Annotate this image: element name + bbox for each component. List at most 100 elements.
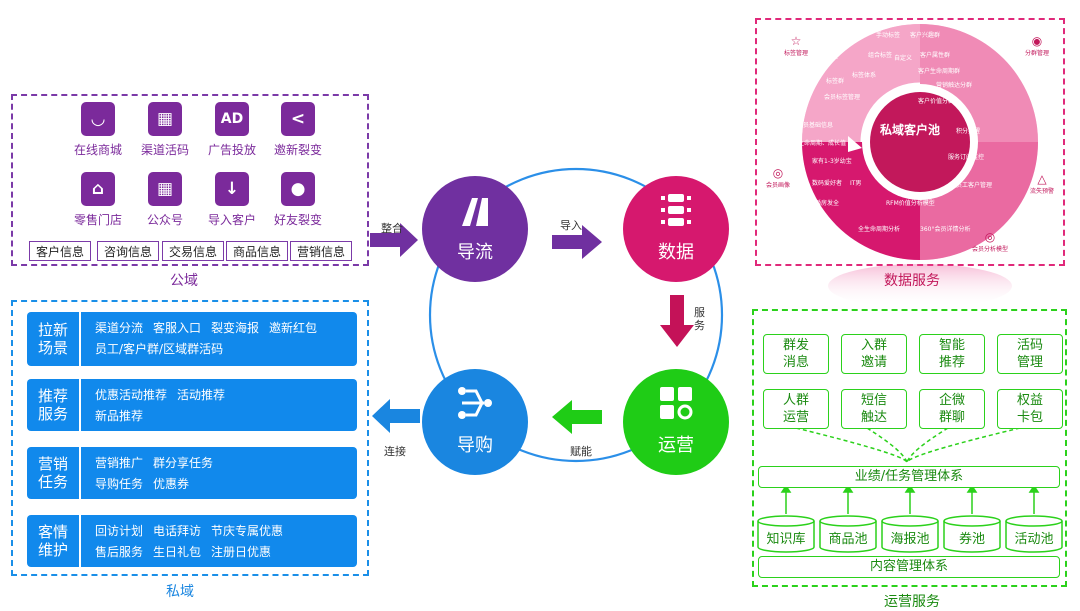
- private-item: 回访计划: [95, 524, 144, 538]
- alert-icon: △: [1037, 172, 1047, 186]
- ops-connectors: [780, 428, 1040, 514]
- node-guide-label: 导购: [457, 435, 493, 456]
- private-item: 节庆专属优惠: [211, 524, 284, 538]
- qr-code-icon: ▦: [148, 172, 182, 206]
- private-item: 优惠活动推荐: [95, 388, 168, 402]
- content-pool: 海报池: [881, 515, 939, 553]
- ring-text: 自定义: [820, 54, 839, 61]
- content-pool: 券池: [943, 515, 1001, 553]
- ad-icon: AD: [215, 102, 249, 136]
- public-tag: 咨询信息: [97, 241, 159, 261]
- empower-label: 赋能: [570, 445, 592, 458]
- private-row-line: 导购任务优惠券: [95, 475, 199, 492]
- ops-card: 企微群聊: [919, 389, 985, 429]
- node-data: 数据: [623, 176, 729, 282]
- public-tag: 交易信息: [162, 241, 224, 261]
- side-label: ◉分群管理: [1015, 34, 1059, 57]
- private-item: 客服入口: [153, 321, 202, 335]
- ring-text: 标签群: [826, 78, 845, 85]
- private-item: 邀新红包: [269, 321, 318, 335]
- public-tag: 客户信息: [29, 241, 91, 261]
- private-row-title: 营销任务: [27, 447, 81, 499]
- ops-card: 群发消息: [763, 334, 829, 374]
- private-row-line: 营销推广群分享任务: [95, 454, 223, 471]
- public-item-label: 零售门店: [73, 213, 122, 227]
- public-tag: 营销信息: [290, 241, 352, 261]
- ops-card: 活码管理: [997, 334, 1063, 374]
- content-pool: 知识库: [757, 515, 815, 553]
- ring-text: 生命周期、成长值: [798, 140, 847, 147]
- ring-text: 婚房发全: [815, 200, 840, 207]
- public-item-label: 导入客户: [207, 213, 256, 227]
- road-icon: [462, 198, 488, 226]
- ops-card-label: 活码管理: [1016, 338, 1043, 370]
- private-item: 导购任务: [95, 477, 144, 491]
- private-item: 生日礼包: [153, 545, 202, 559]
- ops-card-label: 智能推荐: [938, 338, 965, 370]
- integrate-label: 整合: [381, 222, 403, 235]
- flow-icon: [458, 387, 492, 419]
- service-arrow: [660, 295, 694, 347]
- private-domain-panel: [11, 300, 369, 576]
- private-item: 员工/客户群/区域群活码: [95, 342, 224, 356]
- ring-text: 客户兴趣群: [910, 32, 941, 39]
- private-row-title: 客情维护: [27, 515, 81, 567]
- side-label: ◎会员分析模型: [968, 230, 1012, 253]
- private-item: 渠道分流: [95, 321, 144, 335]
- public-item-label: 公众号: [146, 213, 183, 227]
- store-icon: ⌂: [81, 172, 115, 206]
- ops-card: 人群运营: [763, 389, 829, 429]
- node-traffic-label: 导流: [457, 242, 493, 263]
- empower-arrow: [552, 400, 602, 434]
- ops-card-label: 群发消息: [782, 338, 809, 370]
- private-row-line: 新品推荐: [95, 407, 153, 424]
- private-item: 活动推荐: [177, 388, 226, 402]
- share-icon: <: [281, 102, 315, 136]
- private-row-line: 员工/客户群/区域群活码: [95, 340, 233, 357]
- node-operation: 运营: [623, 369, 729, 475]
- content-pool-label: 商品池: [828, 532, 868, 547]
- private-row-line: 售后服务生日礼包注册日优惠: [95, 543, 281, 560]
- ops-service-caption: 运营服务: [884, 594, 940, 610]
- private-item: 注册日优惠: [211, 545, 272, 559]
- content-mgmt-bar: 内容管理体系: [758, 556, 1060, 578]
- private-item: 售后服务: [95, 545, 144, 559]
- ops-card-label: 人群运营: [782, 393, 809, 425]
- private-item: 营销推广: [95, 456, 144, 470]
- side-label-text: 标签管理: [783, 50, 808, 57]
- star-icon: ☆: [790, 34, 802, 48]
- ops-card-label: 企微群聊: [938, 393, 965, 425]
- ring-text: 积分提醒: [956, 128, 981, 135]
- ring-text: 客户价值分群: [918, 98, 955, 105]
- data-service-caption: 数据服务: [884, 273, 940, 289]
- private-row-title: 推荐服务: [27, 379, 81, 431]
- private-row: 营销任务营销推广群分享任务导购任务优惠券: [27, 447, 357, 499]
- connect-label: 连接: [384, 445, 406, 458]
- private-item: 群分享任务: [153, 456, 214, 470]
- public-domain-panel: [11, 94, 369, 266]
- side-label-text: 分群管理: [1024, 50, 1049, 57]
- ops-card: 短信触达: [841, 389, 907, 429]
- ring-text: 会员基础信息: [797, 122, 834, 129]
- ring-text: 手动标签: [876, 32, 901, 39]
- private-item: 优惠券: [153, 477, 190, 491]
- private-domain-caption: 私域: [166, 584, 194, 600]
- ops-card: 入群邀请: [841, 334, 907, 374]
- node-traffic: 导流: [422, 176, 528, 282]
- node-operation-label: 运营: [658, 435, 694, 456]
- private-row: 客情维护回访计划电话拜访节庆专属优惠售后服务生日礼包注册日优惠: [27, 515, 357, 567]
- public-item-5: ▦ 公众号: [125, 172, 205, 228]
- ring-text: RFM价值分析模型: [886, 200, 935, 207]
- private-item: 裂变海报: [211, 321, 260, 335]
- public-item-0: ◡在线商城: [58, 102, 138, 158]
- public-item-label: 好友裂变: [273, 213, 322, 227]
- ops-card-label: 入群邀请: [860, 338, 887, 370]
- import-arrow: [552, 225, 602, 259]
- ring-text: 员工客户管理: [956, 182, 993, 189]
- import-label: 导入: [560, 219, 582, 232]
- ring-text: 服务订阅监控: [948, 154, 985, 161]
- ring-text: 家有1-3岁幼宝: [812, 158, 852, 165]
- private-row-line: 优惠活动推荐活动推荐: [95, 386, 235, 403]
- ring-text: 组合标签: [868, 52, 893, 59]
